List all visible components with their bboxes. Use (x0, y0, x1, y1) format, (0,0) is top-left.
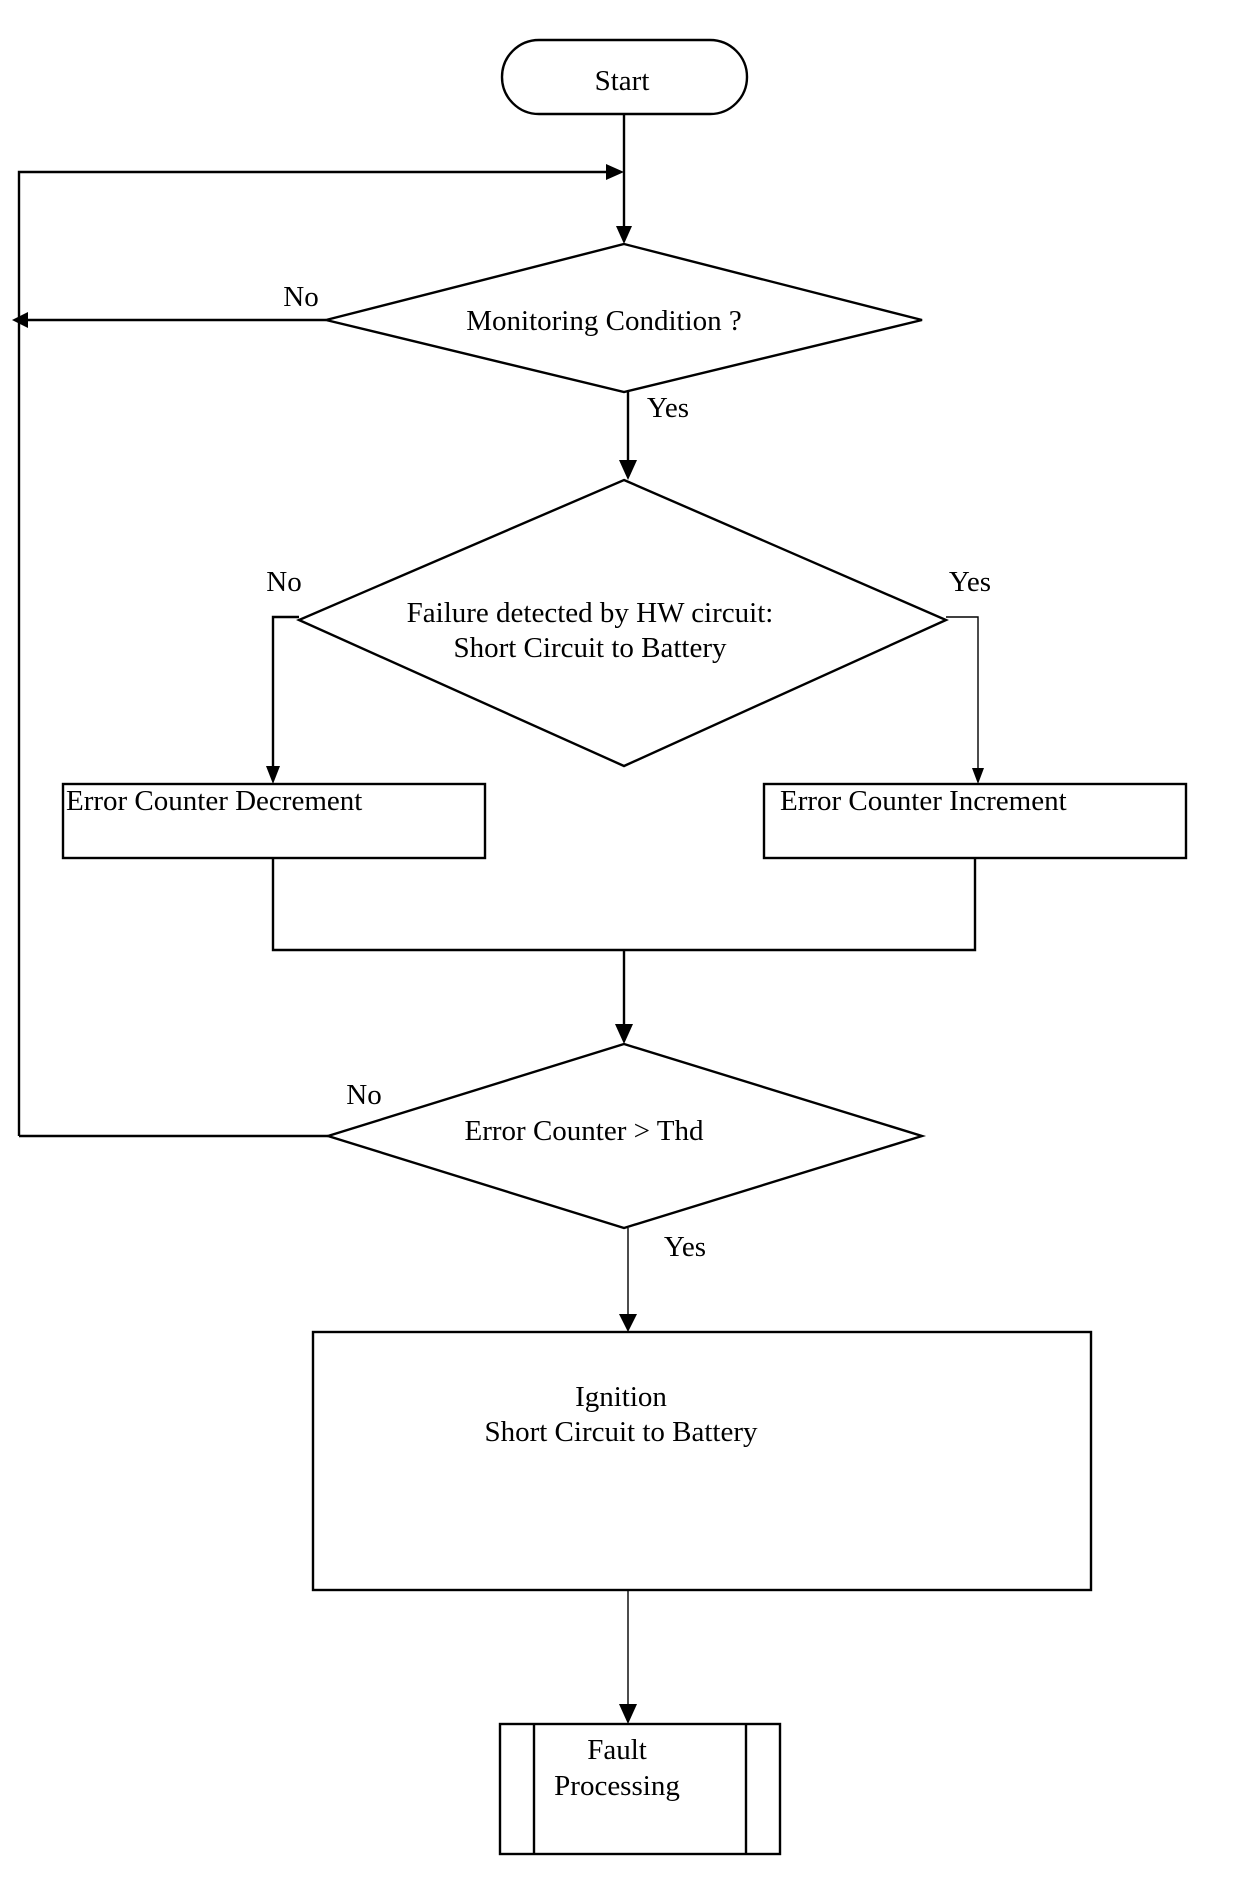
failure-detected-label-line1: Failure detected by HW circuit: (407, 597, 774, 629)
ignition-short-circuit-box (311, 1330, 1093, 1592)
failure-yes-label: Yes (949, 566, 991, 598)
loop-back-line (17, 170, 610, 1136)
failure-no-label: No (266, 566, 301, 598)
connector-merge (271, 858, 977, 952)
monitoring-condition-label: Monitoring Condition ? (466, 305, 742, 337)
arrowhead-into-threshold (615, 1024, 633, 1044)
arrowhead-into-fault-processing (619, 1704, 637, 1724)
failure-detected-label-line2: Short Circuit to Battery (453, 632, 727, 664)
threshold-no-label: No (346, 1079, 381, 1111)
threshold-check-diamond (323, 1042, 927, 1230)
ignition-label-line2: Short Circuit to Battery (484, 1416, 758, 1448)
connector-failure-no (271, 615, 299, 768)
failure-detected-diamond (296, 478, 949, 768)
ignition-label-line1: Ignition (575, 1381, 667, 1413)
monitoring-yes-label: Yes (647, 392, 689, 424)
start-label: Start (595, 65, 650, 97)
error-counter-increment-label: Error Counter Increment (780, 785, 1067, 817)
arrowhead-monitoring-no (12, 312, 28, 328)
arrowhead-into-monitoring (616, 226, 632, 244)
error-counter-increment-box (762, 782, 1188, 860)
connector-failure-yes (946, 616, 979, 770)
error-counter-decrement-label: Error Counter Decrement (66, 785, 362, 817)
monitoring-no-label: No (283, 281, 318, 313)
arrowhead-into-failure (619, 460, 637, 480)
arrowhead-into-decrement (266, 766, 280, 784)
fault-processing-label-line1: Fault (587, 1734, 647, 1766)
threshold-yes-label: Yes (664, 1231, 706, 1263)
threshold-check-label: Error Counter > Thd (465, 1115, 704, 1147)
fault-processing-box (498, 1722, 782, 1856)
arrowhead-into-ignition (619, 1314, 637, 1332)
monitoring-condition-diamond (325, 242, 923, 394)
fault-processing-label-line2: Processing (554, 1770, 680, 1802)
arrowhead-into-increment (972, 768, 984, 784)
arrowhead-loop-back (606, 164, 624, 180)
